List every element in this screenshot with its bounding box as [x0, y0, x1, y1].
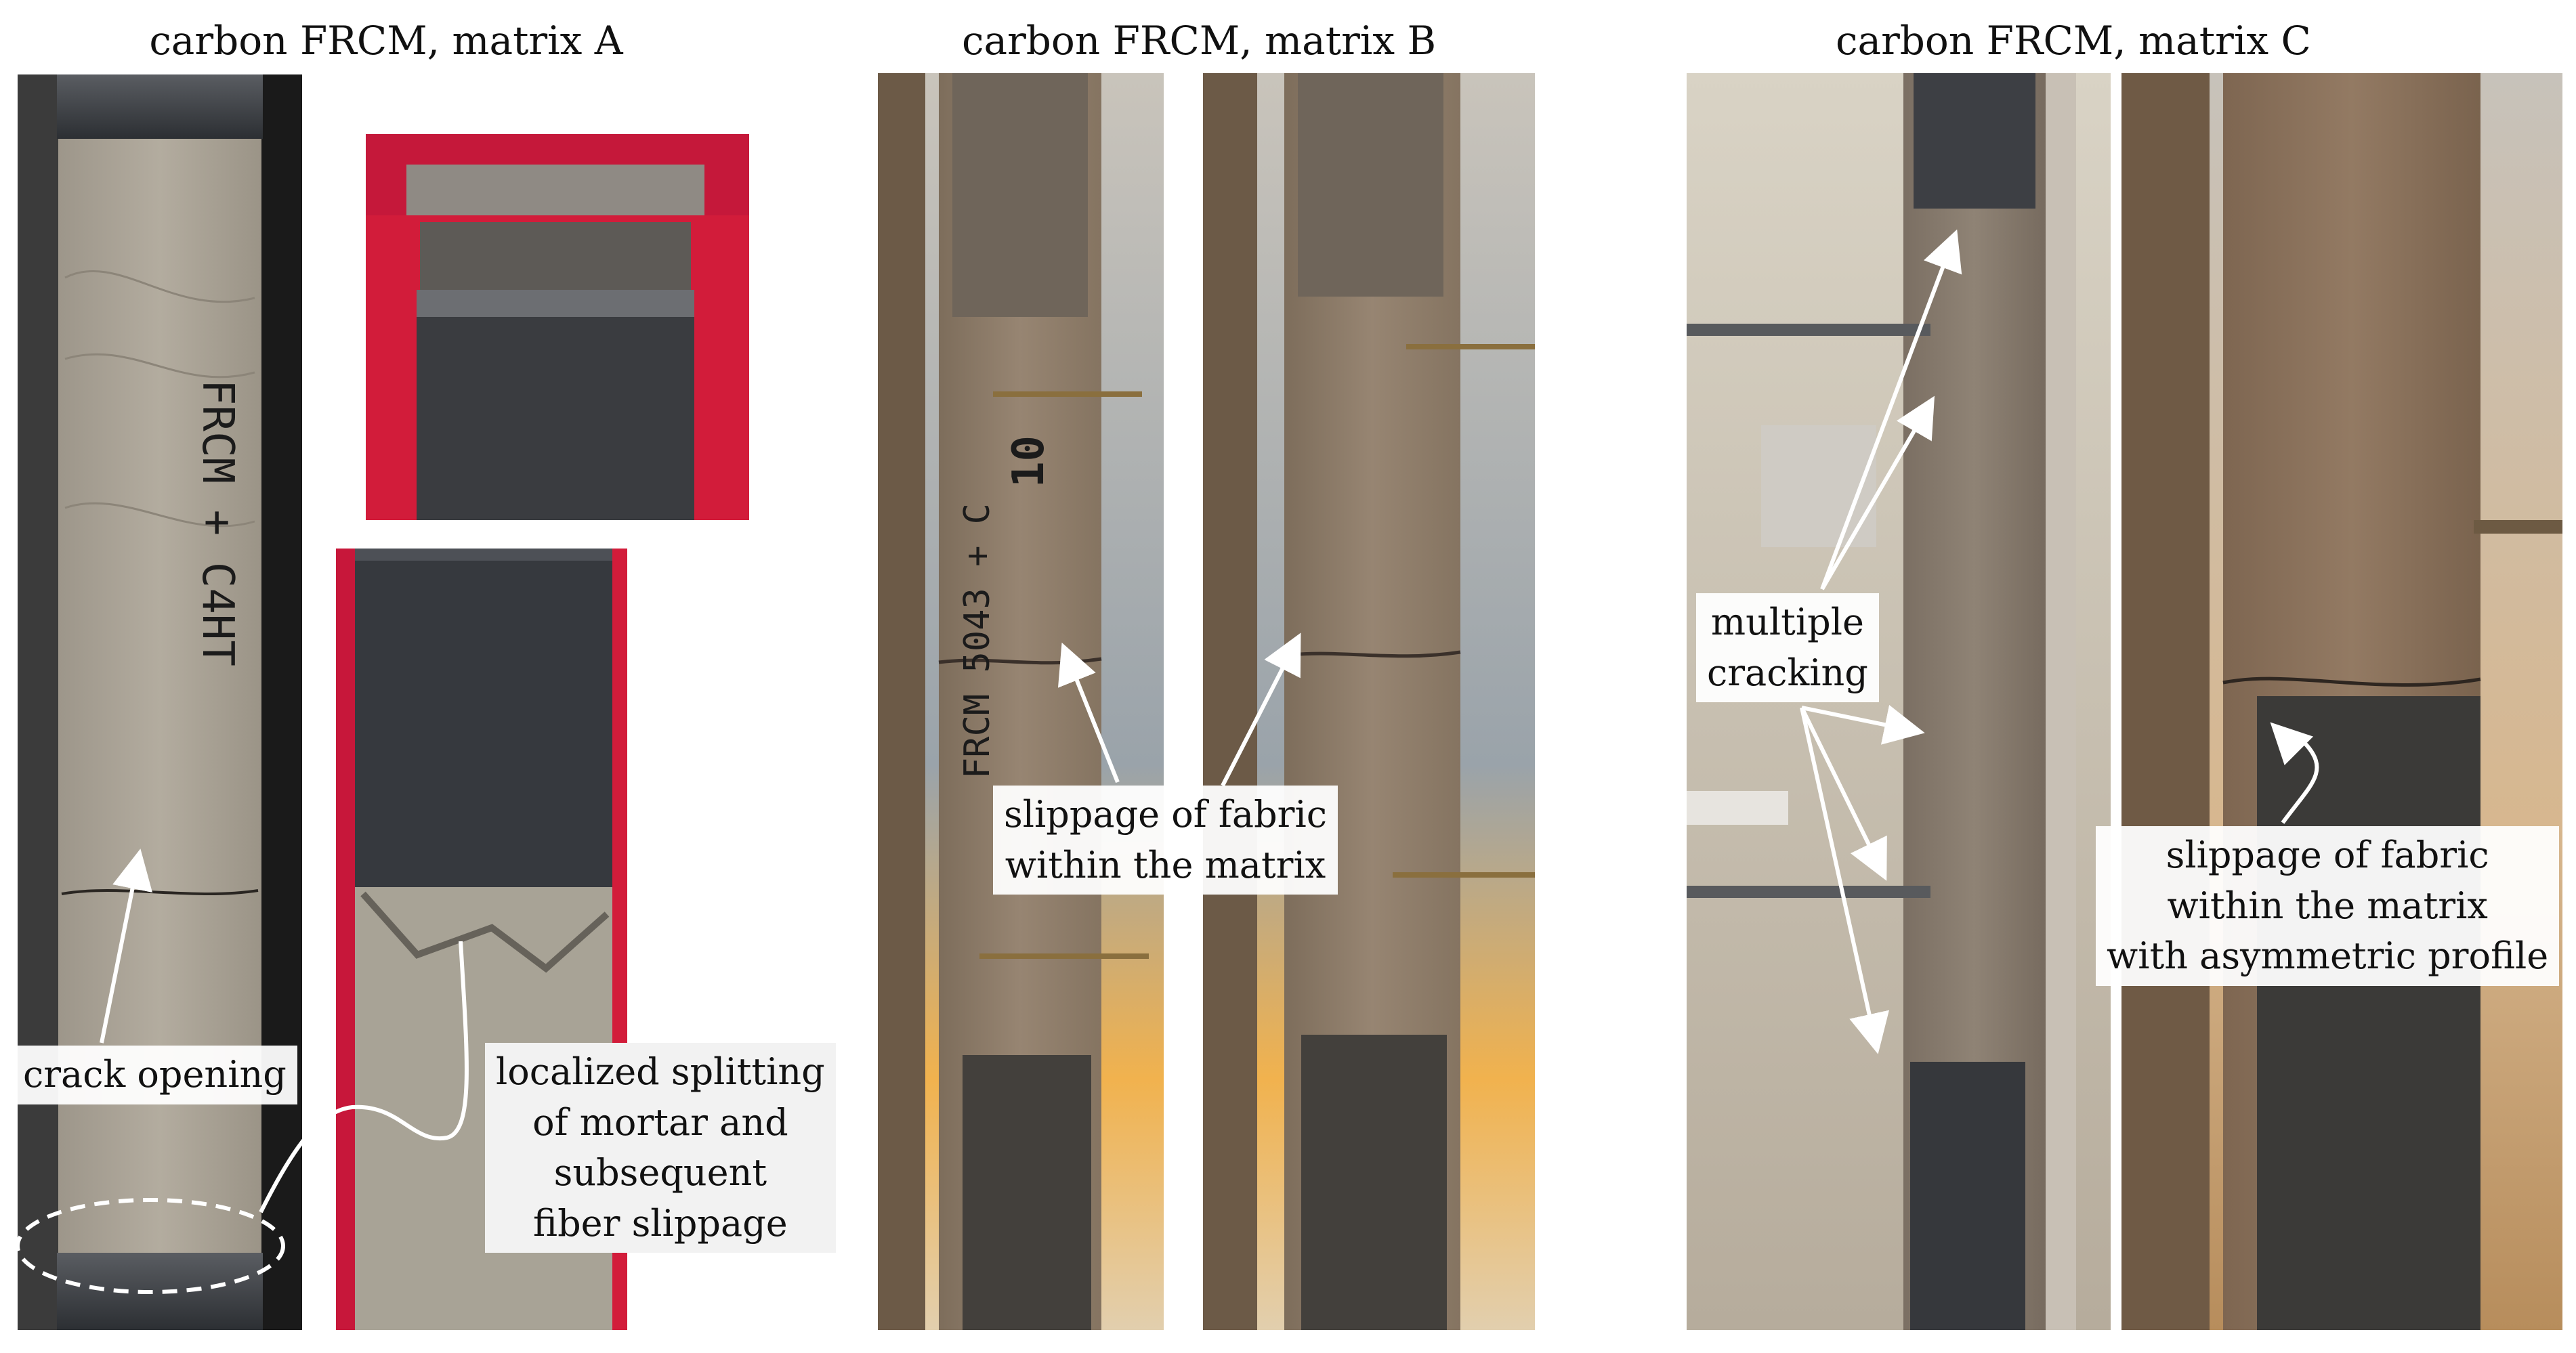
- label-line: slippage of fabric: [2166, 834, 2489, 876]
- label-line: within the matrix: [1005, 843, 1326, 886]
- arrow-cracking-4: [1800, 706, 1887, 881]
- label-crack-opening-text: crack opening: [23, 1053, 287, 1096]
- arrow-slippage-b-left: [1057, 642, 1120, 783]
- label-crack-opening: crack opening: [12, 1046, 297, 1104]
- panel-title-matrix-a: carbon FRCM, matrix A: [149, 18, 623, 64]
- label-multiple-cracking: multiple cracking: [1696, 593, 1879, 703]
- panel-title-matrix-c: carbon FRCM, matrix C: [1836, 18, 2311, 64]
- specimen-b-number: 10: [1004, 435, 1054, 488]
- label-line: within the matrix: [2167, 884, 2488, 927]
- arrow-cracking-3: [1801, 704, 1925, 745]
- label-line: localized splitting: [496, 1050, 825, 1093]
- photo-specimen-b-left: [878, 73, 1164, 1330]
- label-slippage-c: slippage of fabric within the matrix wit…: [2096, 826, 2560, 986]
- photo-specimen-c-right: [2121, 73, 2562, 1330]
- label-line: slippage of fabric: [1004, 793, 1328, 836]
- photo-specimen-a-inset-top: [366, 134, 749, 520]
- arrow-slippage-c: [2270, 722, 2319, 824]
- label-line: of mortar and: [532, 1100, 788, 1144]
- arrow-slippage-b-right: [1221, 632, 1301, 787]
- label-line: with asymmetric profile: [2107, 935, 2549, 978]
- label-line: multiple: [1710, 601, 1864, 643]
- photo-specimen-b-right: [1203, 73, 1535, 1330]
- label-line: fiber slippage: [533, 1201, 788, 1245]
- arrow-cracking-1: [1820, 229, 1962, 590]
- label-line: cracking: [1707, 651, 1868, 694]
- specimen-b-marking: FRCM 5043 + C: [957, 503, 998, 779]
- ellipse-bottom-tab: [16, 1198, 285, 1294]
- label-localized-splitting: localized splitting of mortar and subseq…: [485, 1043, 836, 1253]
- arrow-cracking-5: [1800, 707, 1889, 1054]
- connector-ellipse-inset: [259, 941, 469, 1214]
- photo-specimen-a-inset-bottom: [336, 549, 627, 1330]
- panel-title-matrix-b: carbon FRCM, matrix B: [962, 18, 1437, 64]
- label-line: subsequent: [553, 1151, 767, 1195]
- label-slippage-b: slippage of fabric within the matrix: [993, 786, 1338, 895]
- specimen-a-marking: FRCM + C4HT: [192, 379, 242, 666]
- arrow-crack-opening: [100, 849, 153, 1044]
- arrow-cracking-2: [1820, 395, 1935, 590]
- photo-specimen-a-full: [18, 74, 302, 1330]
